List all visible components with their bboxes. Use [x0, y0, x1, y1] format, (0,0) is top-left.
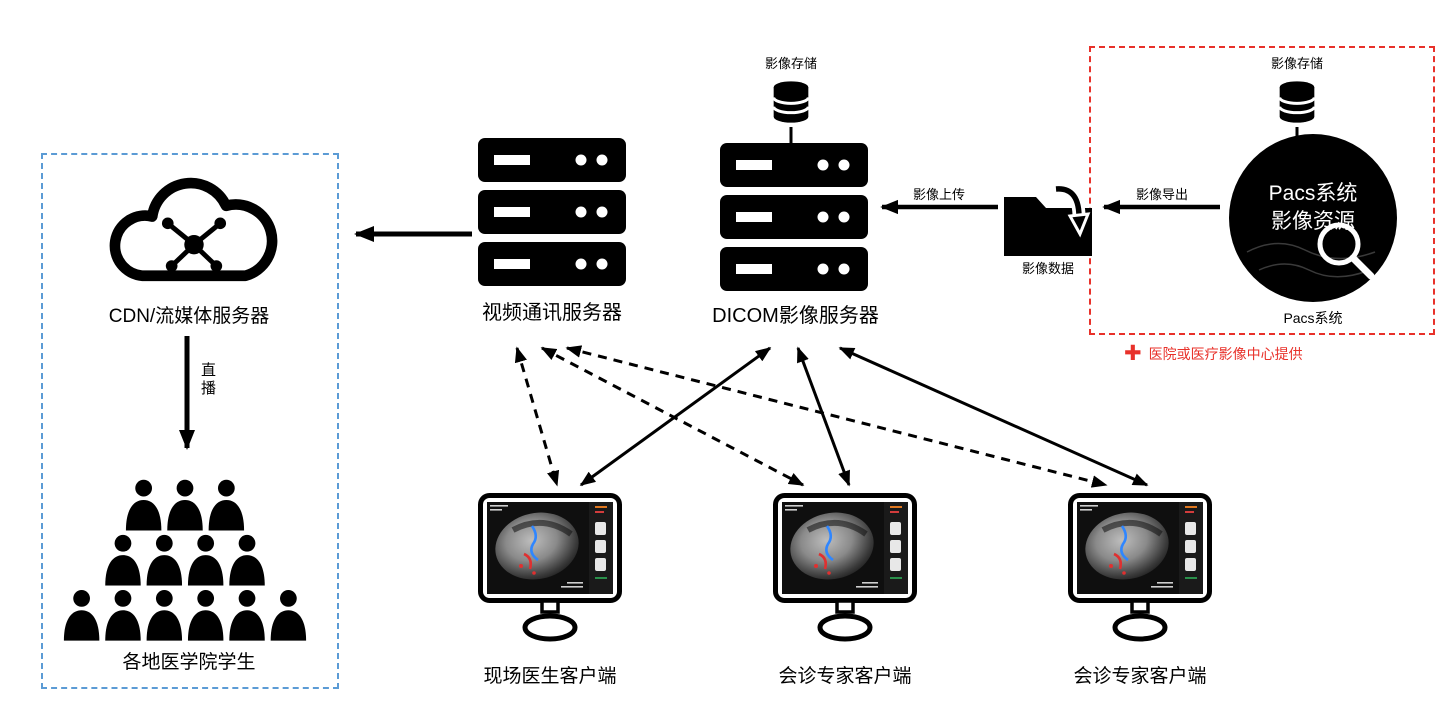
video-server-label: 视频通讯服务器 — [482, 302, 622, 324]
cloud-icon — [109, 177, 278, 282]
video-server-icon — [478, 138, 626, 286]
students-box — [41, 153, 339, 689]
arrow-video-client3 — [565, 345, 1108, 488]
client-monitor-icon — [1067, 492, 1213, 649]
client2-label: 会诊专家客户端 — [778, 666, 912, 687]
dicom-server-icon — [720, 143, 868, 291]
pacs-provider-box — [1089, 46, 1435, 335]
students-audience-icon — [63, 479, 307, 641]
client-monitor-icon — [772, 492, 918, 649]
client3-label: 会诊专家客户端 — [1073, 666, 1207, 687]
dicom-storage-label: 影像存储 — [764, 56, 817, 71]
arrow-dicom-client2 — [796, 346, 851, 487]
magnifier-icon — [1317, 222, 1375, 280]
client1-label: 现场医生客户端 — [483, 666, 617, 687]
provider-note-text: 医院或医疗影像中心提供 — [1148, 345, 1303, 362]
upload-arrow-label: 影像上传 — [912, 187, 965, 202]
database-icon — [1277, 77, 1317, 127]
folder-icon — [1004, 184, 1092, 256]
pacs-circle-decoration — [1246, 222, 1376, 280]
database-icon — [771, 77, 811, 127]
plus-icon: ✚ — [1124, 342, 1142, 365]
pacs-storage-label: 影像存储 — [1270, 56, 1323, 71]
arrow-video-client2 — [540, 346, 805, 487]
arrow-dicom-client3 — [838, 346, 1149, 487]
provider-note: ✚ 医院或医疗影像中心提供 — [1124, 343, 1303, 364]
pacs-circle-subtitle: 影像资源 — [1271, 210, 1355, 233]
live-broadcast-label: 直播 — [199, 362, 216, 398]
arrow-video-client1 — [514, 346, 560, 487]
export-arrow-label: 影像导出 — [1135, 187, 1188, 202]
folder-label: 影像数据 — [1021, 261, 1074, 276]
network-node-icon — [161, 217, 227, 272]
cdn-server-label: CDN/流媒体服务器 — [108, 306, 270, 327]
students-label: 各地医学院学生 — [122, 652, 256, 673]
dicom-server-label: DICOM影像服务器 — [712, 305, 879, 327]
pacs-caption: Pacs系统 — [1283, 310, 1343, 326]
client-monitor-icon — [477, 492, 623, 649]
pacs-circle-title: Pacs系统 — [1268, 182, 1358, 205]
